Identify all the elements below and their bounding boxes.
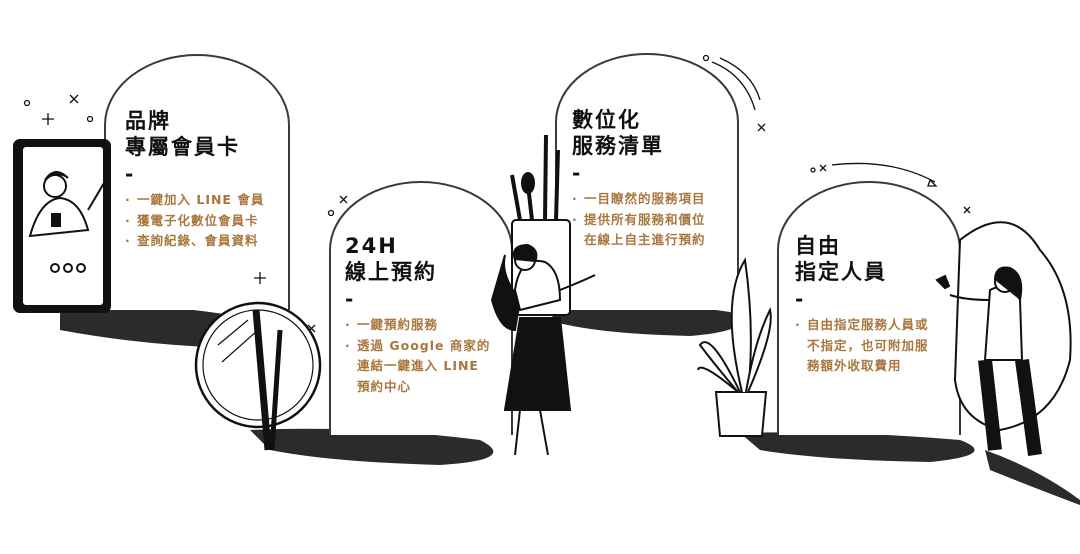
card-member: 品牌 專屬會員卡 - 一鍵加入 LINE 會員 獲電子化數位會員卡 查詢紀錄、會… <box>125 108 290 252</box>
list-item: 預約中心 <box>357 378 412 394</box>
card-title: 自由 指定人員 <box>795 233 960 285</box>
card-divider: - <box>795 287 804 311</box>
list-item: 在線上自主進行預約 <box>584 232 706 247</box>
list-item: 獲電子化數位會員卡 <box>125 211 290 232</box>
card-title-line: 指定人員 <box>795 260 887 284</box>
list-item: 連結一鍵進入 LINE <box>357 358 479 373</box>
card-service-list: 數位化 服務清單 - 一目瞭然的服務項目 提供所有服務和價位 在線上自主進行預約 <box>572 107 742 251</box>
card-divider: - <box>572 161 581 185</box>
card-staff: 自由 指定人員 - 自由指定服務人員或 不指定，也可附加服 務額外收取費用 <box>795 233 960 377</box>
list-item: 一目瞭然的服務項目 <box>572 189 742 210</box>
woman-with-plant-illustration <box>935 221 1072 456</box>
card-title: 品牌 專屬會員卡 <box>125 108 290 160</box>
card-divider: - <box>125 162 134 186</box>
card-booking: 24H 線上預約 - 一鍵預約服務 透過 Google 商家的 連結一鍵進入 L… <box>345 233 510 397</box>
card-bullet-list: 一鍵加入 LINE 會員 獲電子化數位會員卡 查詢紀錄、會員資料 <box>125 190 290 252</box>
card-title-line: 專屬會員卡 <box>125 135 240 159</box>
mirror-illustration <box>194 301 322 451</box>
card-bullet-list: 一目瞭然的服務項目 提供所有服務和價位 在線上自主進行預約 <box>572 189 742 251</box>
woman-with-brush-cup-illustration <box>490 134 596 456</box>
card-title-line: 品牌 <box>125 109 171 133</box>
phone-with-person-illustration <box>13 139 111 313</box>
card-title-line: 服務清單 <box>572 134 664 158</box>
list-item: 查詢紀錄、會員資料 <box>125 231 290 252</box>
list-item: 不指定，也可附加服 <box>807 337 929 353</box>
card-title: 24H 線上預約 <box>345 233 510 285</box>
sparkle-decorations <box>23 54 971 333</box>
list-item: 提供所有服務和價位 <box>572 210 742 231</box>
list-item: 透過 Google 商家的 <box>345 336 510 357</box>
list-item: 自由指定服務人員或 <box>795 315 960 336</box>
card-title-line: 24H <box>345 234 398 258</box>
list-item: 一鍵加入 LINE 會員 <box>125 190 290 211</box>
card-bullet-list: 自由指定服務人員或 不指定，也可附加服 務額外收取費用 <box>795 315 960 377</box>
card-divider: - <box>345 287 354 311</box>
card-bullet-list: 一鍵預約服務 透過 Google 商家的 連結一鍵進入 LINE 預約中心 <box>345 315 510 397</box>
potted-plant-illustration <box>697 257 772 437</box>
list-item: 務額外收取費用 <box>807 358 902 373</box>
list-item: 一鍵預約服務 <box>345 315 510 336</box>
card-title-line: 數位化 <box>572 108 641 132</box>
card-title-line: 自由 <box>795 234 841 258</box>
card-title: 數位化 服務清單 <box>572 107 742 159</box>
card-title-line: 線上預約 <box>345 260 437 284</box>
